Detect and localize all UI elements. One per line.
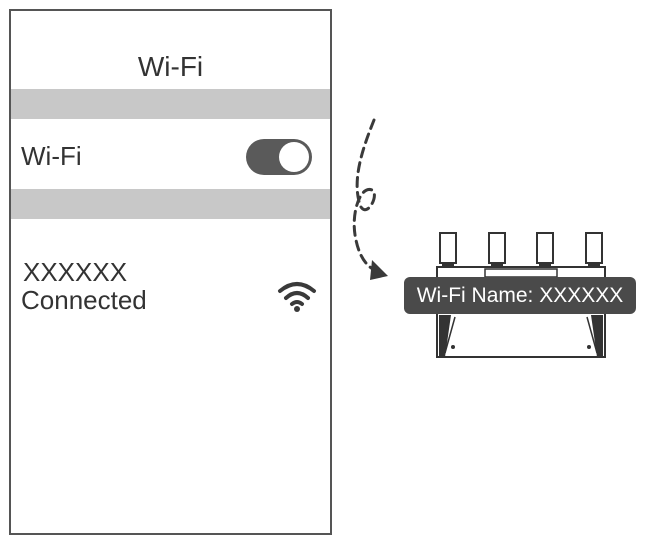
wifi-toggle-switch[interactable] (246, 139, 312, 175)
phone-screen: Wi-Fi Wi-Fi XXXXXX Connected (9, 9, 332, 535)
wifi-name-label: Wi-Fi Name: XXXXXX (404, 277, 636, 314)
toggle-knob (279, 142, 309, 172)
section-divider-bottom (11, 189, 330, 219)
section-divider-top (11, 89, 330, 119)
page-title: Wi-Fi (137, 51, 204, 82)
wifi-toggle-label: Wi-Fi (21, 141, 82, 171)
network-name[interactable]: XXXXXX (23, 257, 128, 287)
wifi-signal-icon (278, 282, 316, 312)
network-status: Connected (21, 285, 147, 315)
dashed-curved-arrow-icon (352, 118, 388, 280)
